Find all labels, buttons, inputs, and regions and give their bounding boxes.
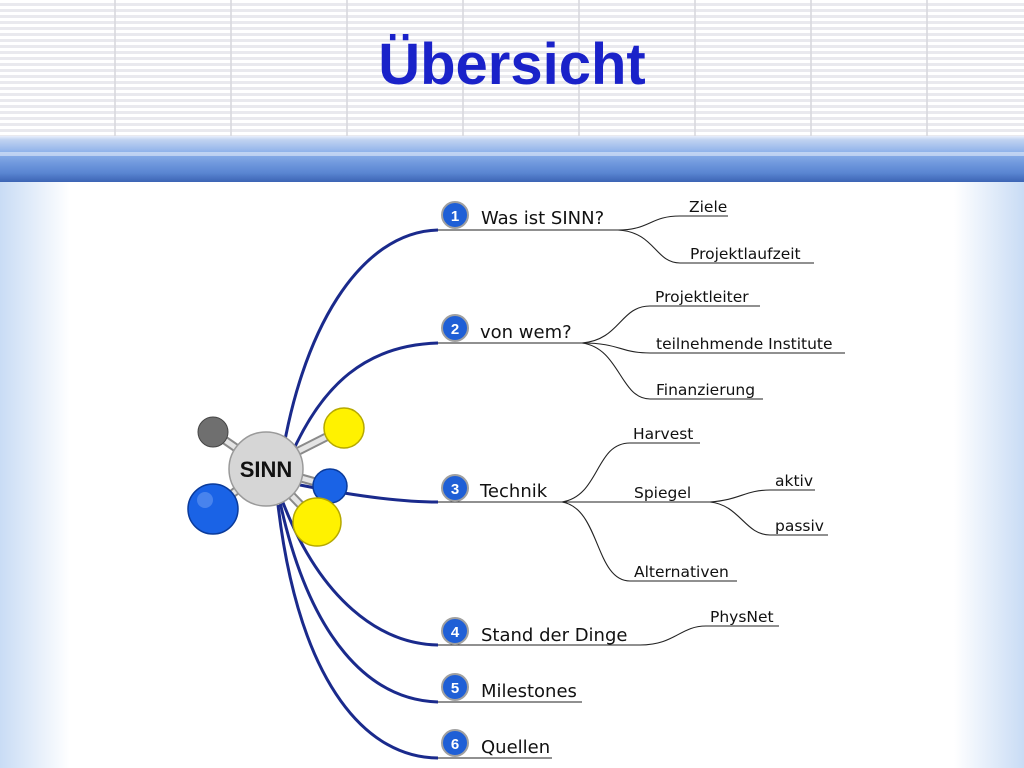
branch-label-3: Technik [479, 481, 548, 502]
branch-label-2: von wem? [480, 322, 572, 343]
left-edge-shade [0, 182, 70, 768]
badge-1: 1 [441, 201, 469, 229]
badge-3-number: 3 [451, 481, 459, 498]
header-grid [0, 0, 1024, 136]
connector-ziele [617, 215, 681, 231]
header-band-highlight [0, 152, 1024, 156]
connector-harvest [561, 442, 631, 503]
sub-label-institute: teilnehmende Institute [656, 335, 833, 353]
badge-1-circle [441, 201, 469, 229]
branch-label-5: Milestones [481, 681, 577, 702]
connector-institute [581, 342, 651, 354]
sub-label-physnet: PhysNet [710, 608, 774, 626]
badge-5: 5 [441, 673, 469, 701]
branch-curve-6 [276, 504, 439, 760]
connector-alternativen [561, 501, 631, 582]
sub-label-projektlaufzeit: Projektlaufzeit [690, 245, 801, 263]
branch-label-4: Stand der Dinge [481, 625, 627, 646]
node-blue-left [187, 483, 239, 535]
sub-label-aktiv: aktiv [775, 472, 813, 490]
center-node [228, 431, 304, 507]
sub-label-spiegel: Spiegel [634, 484, 691, 502]
connector-physnet [639, 625, 707, 646]
connector-aktiv [709, 489, 771, 503]
badge-5-circle [441, 673, 469, 701]
badge-2-number: 2 [451, 321, 459, 338]
center-node-label: SINN [240, 457, 293, 482]
connector-projektleiter [581, 305, 651, 344]
label-underlines [438, 215, 845, 759]
badge-6-number: 6 [451, 736, 459, 753]
sub-label-harvest: Harvest [633, 425, 693, 443]
node-yellow-bottom [292, 497, 342, 547]
node-blue-left-shine [197, 492, 213, 508]
branch-curve-2 [283, 341, 439, 471]
sub-label-alternativen: Alternativen [634, 563, 729, 581]
number-badges: 1 2 3 4 5 6 [441, 201, 469, 757]
badge-6: 6 [441, 729, 469, 757]
sub-label-projektleiter: Projektleiter [655, 288, 749, 306]
sub-labels: Ziele Projektlaufzeit Projektleiter teil… [633, 198, 833, 626]
badge-2: 2 [441, 314, 469, 342]
badge-4: 4 [441, 617, 469, 645]
badge-2-circle [441, 314, 469, 342]
branch-label-1: Was ist SINN? [481, 208, 604, 229]
badge-1-number: 1 [451, 208, 459, 225]
badge-5-number: 5 [451, 680, 459, 697]
sub-label-passiv: passiv [775, 517, 824, 535]
central-molecule: SINN [187, 407, 365, 547]
branch-curve-5 [278, 501, 439, 704]
sub-branch-connectors [561, 215, 771, 646]
connector-finanzierung [581, 342, 651, 400]
badge-6-circle [441, 729, 469, 757]
header-band [0, 136, 1024, 182]
branch-label-6: Quellen [481, 737, 550, 758]
badge-4-number: 4 [451, 624, 460, 641]
badge-4-circle [441, 617, 469, 645]
sub-label-ziele: Ziele [689, 198, 727, 216]
connector-projektlaufzeit [617, 229, 681, 264]
badge-3: 3 [441, 474, 469, 502]
node-gray [197, 416, 229, 448]
badge-3-circle [441, 474, 469, 502]
node-yellow-top [323, 407, 365, 449]
page-title: Übersicht [378, 32, 646, 97]
branch-labels: Was ist SINN? von wem? Technik Stand der… [479, 208, 627, 758]
sub-label-finanzierung: Finanzierung [656, 381, 755, 399]
branch-curve-1 [278, 228, 439, 471]
main-branch-curves [276, 228, 439, 760]
connector-passiv [709, 501, 771, 536]
right-edge-shade [954, 182, 1024, 768]
